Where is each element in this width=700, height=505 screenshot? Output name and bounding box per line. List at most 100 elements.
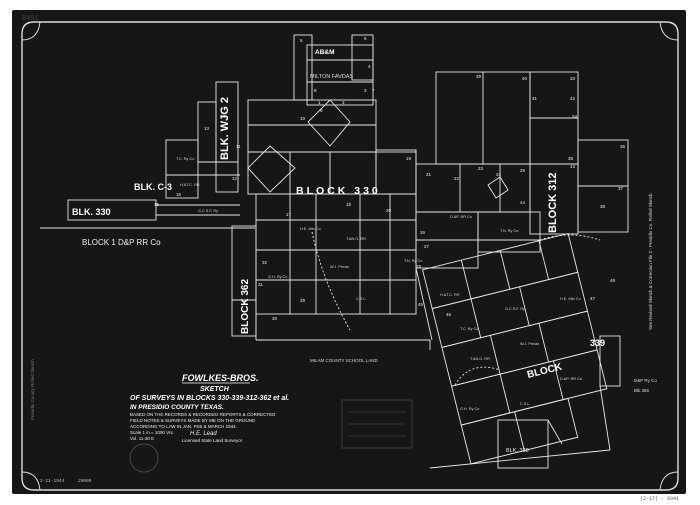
- title-line2: IN PRESIDIO COUNTY TEXAS.: [130, 404, 224, 411]
- tract-label: H.E. Mtn Co: [300, 227, 321, 231]
- section-number: 42: [570, 96, 576, 101]
- section-number: 2: [342, 100, 345, 105]
- section-number: 12: [232, 176, 238, 181]
- section-number: 26: [420, 230, 426, 235]
- section-number: 28: [416, 264, 422, 269]
- tract-label: D.&P. RR Co: [450, 215, 472, 219]
- section-number: 24: [496, 172, 502, 177]
- map-border: [21, 21, 679, 491]
- dp-rr-label: D&P Ry Co: [634, 378, 657, 383]
- side-note-right: See Revised Sketch & Correction File 2 -…: [648, 193, 653, 330]
- section-number: 10: [300, 116, 306, 121]
- section-number: 15: [154, 202, 160, 207]
- block-label-wjg2: BLK. WJG 2: [219, 97, 231, 160]
- title-block: FOWLKES-BROS. SKETCH OF SURVEYS IN BLOCK…: [130, 373, 289, 443]
- block-labels: AB&M MILTON FAVDAS BLK. WJG 2 BLK. C-3 B…: [72, 49, 657, 454]
- section-number: 29: [300, 298, 306, 303]
- section-number: 1: [318, 100, 321, 105]
- section-number: 5: [300, 38, 303, 43]
- section-number: 31: [258, 282, 264, 287]
- tract-label: G.H. Ry Co: [268, 275, 287, 279]
- section-number: 20: [386, 208, 392, 213]
- title-line4: FIELD NOTES & SURVEYS MADE BY ME ON THE …: [130, 418, 256, 423]
- block-label-330-center: BLOCK 330: [296, 185, 381, 197]
- section-number: 4: [368, 64, 371, 69]
- section-number: 21: [426, 172, 432, 177]
- tract-label: G.C.S.F. Ry: [198, 209, 218, 213]
- tract-label: T.C. Ry Co: [460, 327, 478, 331]
- title-sketch: SKETCH: [200, 386, 230, 393]
- section-number: 34: [572, 114, 578, 119]
- section-number: 47: [590, 296, 596, 301]
- section-number: 8: [314, 88, 317, 93]
- side-note-left: Presidio County Rolled Sketch: [30, 359, 35, 420]
- school-land-label: MILAM COUNTY SCHOOL LAND: [310, 358, 379, 363]
- bottom-left-code2: 20000: [78, 478, 92, 484]
- bottom-left-code: 2-21-1944: [40, 478, 65, 484]
- tract-label: T.C. Ry Co: [176, 157, 194, 161]
- section-number: 3: [364, 88, 367, 93]
- tract-label: H.&T.C. RR: [440, 293, 460, 297]
- section-number: 46: [446, 312, 452, 317]
- survey-lines: [40, 34, 629, 469]
- surveyor-title: Licensed State Land Surveyor: [182, 438, 243, 443]
- tract-label: T.&N.O. RR: [346, 237, 366, 241]
- title-line5: ACCORDING TO LAW IN JAN. FEB & MARCH 194…: [130, 424, 237, 429]
- section-number: 7: [372, 88, 375, 93]
- section-number: 36: [620, 144, 626, 149]
- section-number: 39: [476, 74, 482, 79]
- faint-stamps: [129, 399, 413, 473]
- section-number: 9: [320, 108, 323, 113]
- section-number: 40: [522, 76, 528, 81]
- block-label-lower: BLOCK: [526, 361, 564, 380]
- block-label-c3: BLK. C-3: [134, 182, 172, 192]
- corner-tag: B491: [22, 15, 39, 23]
- bottom-right-code: (2-17) - 9341: [640, 496, 679, 502]
- section-number: 27: [424, 244, 430, 249]
- tract-label: D.&P. RR Co: [560, 377, 582, 381]
- title-line1: OF SURVEYS IN BLOCKS 330-339-312-362 et …: [130, 395, 289, 402]
- section-number: 30: [272, 316, 278, 321]
- tract-label: G.H. Ry Co: [460, 407, 479, 411]
- section-number: 48: [610, 278, 616, 283]
- tract-label: H.&T.C. RR: [180, 183, 200, 187]
- blk-365-label: Blk 365: [634, 388, 650, 393]
- tract-label: W.J. Pecan: [330, 265, 349, 269]
- section-number: 22: [454, 176, 460, 181]
- section-number: 44: [520, 200, 526, 205]
- section-number: 35: [568, 156, 574, 161]
- section-number: 32: [262, 260, 268, 265]
- block-label-milton-faver: MILTON FAVDAS: [310, 74, 353, 80]
- block-label-339: 339: [590, 338, 605, 348]
- section-number: 6: [364, 36, 367, 41]
- block-label-338: BLK. 338: [506, 448, 529, 454]
- tract-label: T.N. Ry Co: [500, 229, 518, 233]
- map-sheet: [12, 10, 686, 494]
- section-number: 16: [176, 192, 182, 197]
- section-number: 43: [570, 164, 576, 169]
- tract-labels: T.C. Ry Co G.C.S.F. Ry H.E. Mtn Co T.&N.O. …: [176, 157, 582, 411]
- section-number: 18: [346, 202, 352, 207]
- tract-label: G.C.S.F. Ry: [505, 307, 525, 311]
- tract-label: T.N. Ry Co: [404, 259, 422, 263]
- title-vol: Vol. 11-30 E: [130, 436, 154, 441]
- tract-label: W.J. Pecan: [520, 342, 539, 346]
- section-number: 37: [618, 186, 624, 191]
- section-number: 19: [406, 156, 412, 161]
- tract-label: C.S.L.: [520, 402, 531, 406]
- section-number: 33: [570, 76, 576, 81]
- title-line3: BASED ON THE RECORDS & RECORDED REPORTS …: [130, 412, 276, 417]
- block-label-abm: AB&M: [315, 49, 335, 56]
- block-label-330-left: BLK. 330: [72, 207, 111, 217]
- section-number: 17: [286, 212, 292, 217]
- block-label-362: BLOCK 362: [240, 279, 251, 334]
- section-number: 14: [220, 114, 226, 119]
- section-number: 45: [418, 302, 424, 307]
- tract-label: H.E. Mtn Co: [560, 297, 581, 301]
- section-number: 25: [520, 168, 526, 173]
- section-number: 13: [204, 126, 210, 131]
- section-number: 38: [600, 204, 606, 209]
- section-number: 23: [478, 166, 484, 171]
